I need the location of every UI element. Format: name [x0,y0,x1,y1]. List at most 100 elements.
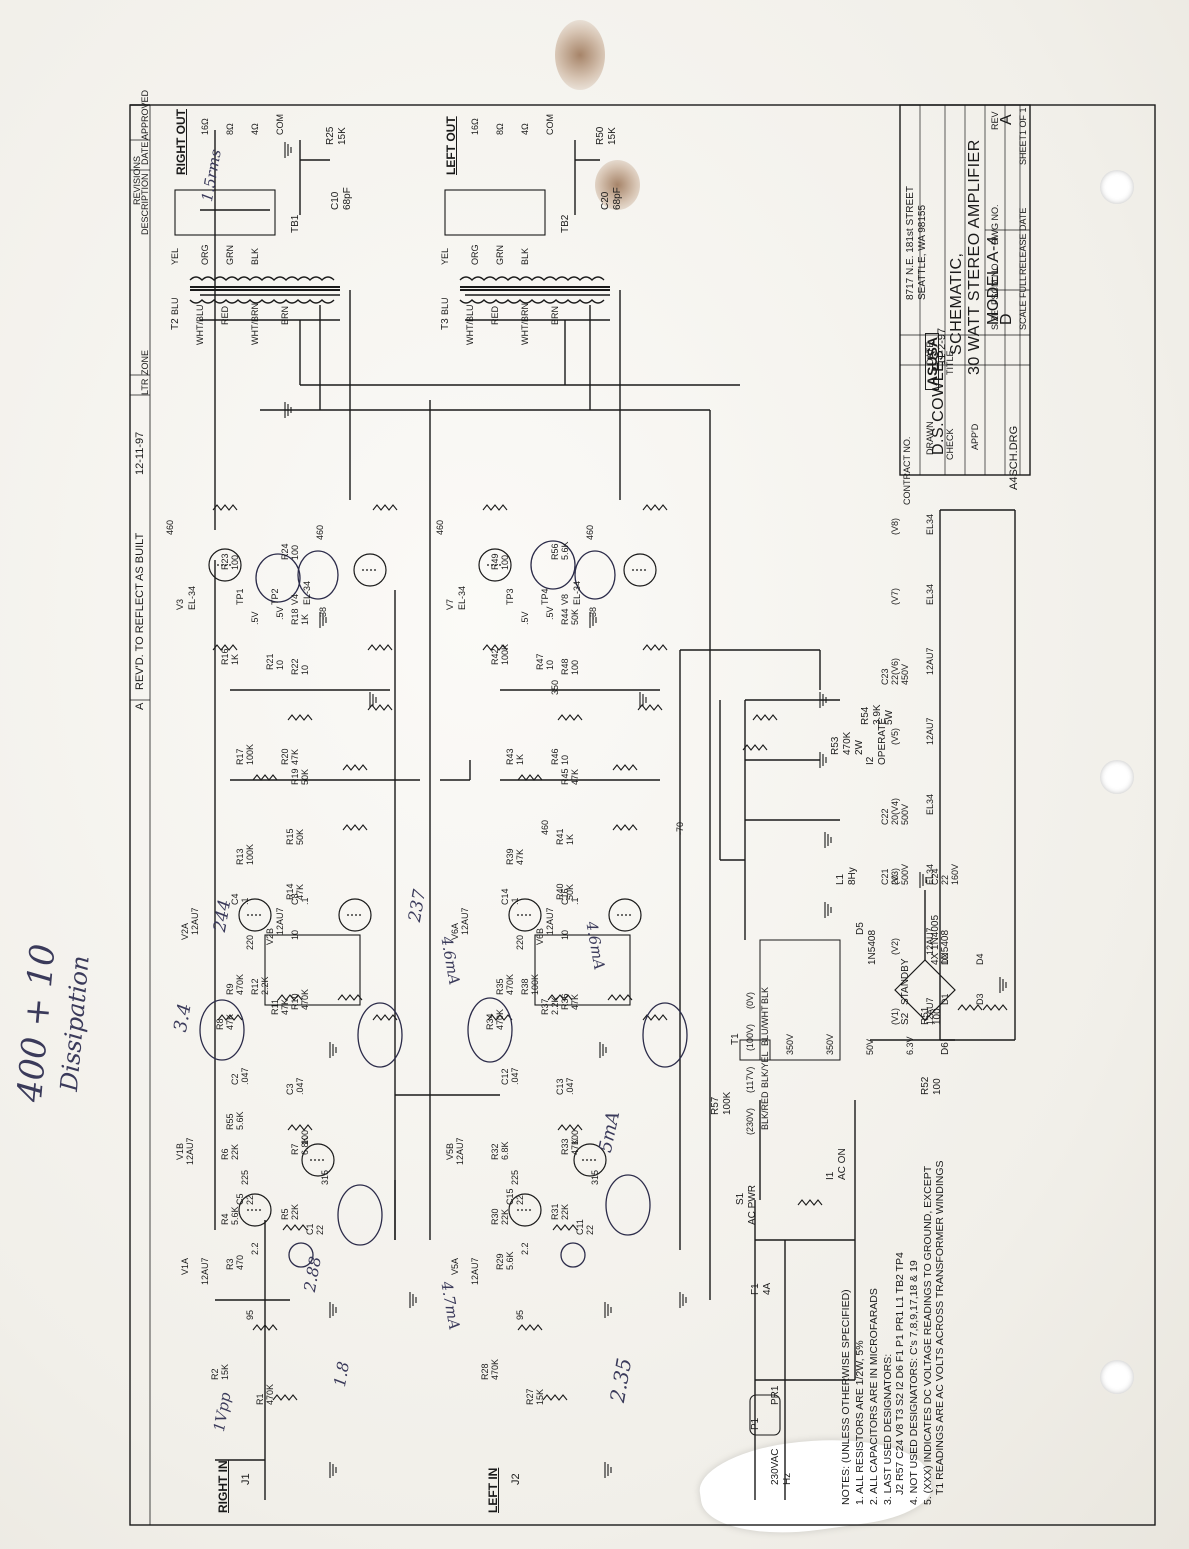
cap-c11-ref: C11 [575,1219,585,1235]
resistor-glyph-31 [642,644,668,651]
resistor-r20-value: 47K [290,748,300,765]
r25-label: R25 [325,126,336,145]
resistor-glyph-28 [557,714,583,721]
notes-header: NOTES: (UNLESS OTHERWISE SPECIFIED) [840,1289,852,1505]
tube-v1a-ref: V1A [180,1257,190,1275]
resistor-glyph-19 [552,1224,578,1231]
cap-c1-value: 22 [315,1224,325,1235]
rev-col-approved: APPROVED [140,89,150,140]
resistor-r13-value: 100K [245,843,255,865]
voltage-callout-1: 2.2 [250,1242,260,1255]
resistor-r39-value: 47K [515,848,525,865]
resistor-glyph-4 [217,1014,243,1021]
resistor-r45-ref: R45 [560,768,570,785]
resistor-glyph-34 [797,1199,823,1206]
voltage-callout-13: 100 [570,1129,580,1145]
resistor-r24-ref: R24 [280,543,290,560]
voltage-callout-7: 460 [165,519,175,535]
resistor-glyph-7 [372,1014,398,1021]
resistor-glyph-35 [752,714,778,721]
cap-c8-ref: C8 [290,893,300,905]
resistor-r46-ref: R46 [550,748,560,765]
ground-glyph-5 [679,1292,687,1308]
cap-c13-value: .047 [565,1077,575,1095]
resistor-glyph-36 [742,744,768,751]
tube-type-preamp-4: 12AU7 [190,907,200,935]
tube-type-power-0: EL-34 [187,585,197,610]
left-wire-color-5: YEL [440,247,450,265]
mains-tap-wire-2: BLU/WHT [760,1005,770,1047]
voltage-callout-17: 460 [435,519,445,535]
resistor-r37-value: 2.2K [550,996,560,1015]
resistor-glyph-8 [252,774,278,781]
tube-envelope-3 [338,898,372,932]
tube-type-preamp-1: 12AU7 [470,1257,480,1285]
cap-c13-ref: C13 [555,1078,565,1095]
cap-c8-value: .1 [300,897,310,905]
heater-type-3: EL34 [925,793,935,815]
resistor-r31-value: 22K [560,1203,570,1220]
tube-envelope-0 [238,1193,272,1227]
resistor-r3-value: 470 [235,1254,245,1270]
heater-tube-1: (V2) [890,937,900,955]
pr1-label: PR1 [770,1385,781,1405]
heater-type-4: 12AU7 [925,717,935,745]
resistor-r43-value: 1K [515,753,525,765]
l1-label: L1 [835,873,846,885]
t2-label: T2 [170,318,181,330]
mains-tap-2: (100V) [745,1023,755,1051]
secondary-label-2: 50V [865,1038,875,1055]
heater-type-0: 12AU7 [925,997,935,1025]
check-label: CHECK [945,428,955,460]
voltage-callout-12: 225 [510,1169,520,1185]
tube-v7-ref: V7 [445,598,455,610]
address-line-2: SEATTLE, WA 98155 [917,204,928,300]
p1-label: P1 [750,1417,761,1430]
resistor-r2-value: 15K [220,1363,230,1380]
sheet-label: SHEET [1018,134,1028,165]
resistor-r39-ref: R39 [505,848,515,865]
tube-v6b-ref: V6B [535,927,545,945]
heater-tube-4: (V5) [890,727,900,745]
resistor-r8-value: 47K [225,1013,235,1030]
resistor-r17-value: 100K [245,743,255,765]
right-in-label: RIGHT IN [216,1460,230,1513]
tube-v4-ref: V4 [290,593,300,605]
voltage-callout-9: -38 [318,606,328,620]
heater-tube-7: (V8) [890,517,900,535]
ground-glyph-7 [599,1042,607,1058]
resistor-r11-ref: R11 [270,999,280,1015]
resistor-r36-ref: R36 [560,993,570,1010]
left-wire-color-8: BLK [520,247,530,265]
resistor-r7-ref: R7 [290,1143,300,1155]
t3-label: T3 [440,318,451,330]
resistor-r49-ref: R49 [490,553,500,570]
resistor-r47-ref: R47 [535,653,545,670]
resistor-r4-ref: R4 [220,1213,230,1225]
left-tap-0: 16Ω [470,118,480,135]
ground-glyph-6 [329,1042,337,1058]
resistor-r33-ref: R33 [560,1138,570,1155]
resistor-r4-value: 5.6K [230,1206,240,1225]
resistor-glyph-37 [957,1004,983,1011]
date-label: DATE [925,341,935,365]
resistor-r29-value: 5.6K [505,1251,515,1270]
resistor-r42-ref: R42 [490,648,500,665]
left-wire-color-7: GRN [495,245,505,265]
appd-label: APP'D [970,423,980,450]
resistor-r56-ref: R56 [550,543,560,560]
resistor-r37-ref: R37 [540,998,550,1015]
resistor-r45-value: 47K [570,768,580,785]
resistor-glyph-13 [212,644,238,651]
resistor-glyph-18 [517,1324,543,1331]
resistor-r19-ref: R19 [290,768,300,785]
resistor-glyph-17 [542,1394,568,1401]
testpoint-tp2: TP2 [270,588,280,605]
resistor-r35-ref: R35 [495,978,505,995]
voltage-callout-18: 460 [585,524,595,540]
note-3-list: J2 R57 C24 V8 T3 S2 I2 D6 F1 P1 PR1 L1 T… [894,1252,906,1495]
resistor-glyph-11 [287,714,313,721]
resistor-glyph-30 [482,644,508,651]
resistor-glyph-3 [287,1124,313,1131]
